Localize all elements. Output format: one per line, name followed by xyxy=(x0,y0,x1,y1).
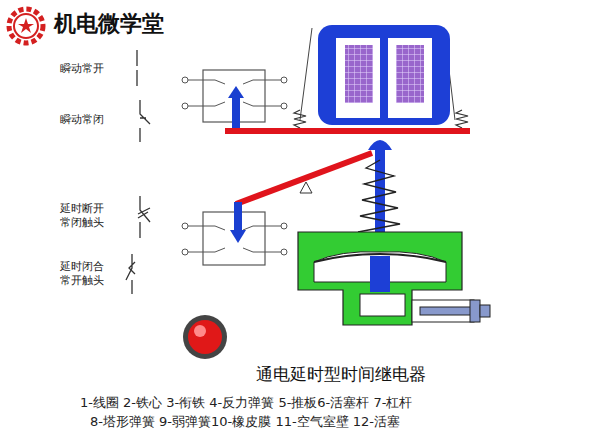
lever xyxy=(236,153,372,204)
delay-contact xyxy=(182,202,287,265)
symbol-label: 瞬动常闭 xyxy=(60,113,104,127)
air-chamber xyxy=(298,232,490,325)
coil-core xyxy=(300,25,455,125)
logo-text: 机电微学堂 xyxy=(54,10,164,38)
logo-icon xyxy=(9,9,43,43)
instant-contact xyxy=(182,70,287,128)
push-button xyxy=(183,315,227,359)
armature xyxy=(225,128,470,134)
symbol-label: 延时断开 常闭触头 xyxy=(60,202,106,230)
reaction-springs xyxy=(294,110,468,128)
symbol-label: 瞬动常开 xyxy=(60,62,104,76)
caption: 通电延时型时间继电器 xyxy=(256,364,426,385)
parts-list: 8-塔形弹簧 9-弱弹簧10-橡皮膜 11-空气室壁 12-活塞 xyxy=(90,414,400,430)
contact-symbols xyxy=(126,50,150,294)
parts-list: 1-线圈 2-铁心 3-衔铁 4-反力弹簧 5-推板6-活塞杆 7-杠杆 xyxy=(80,395,412,411)
symbol-label: 延时闭合 常开触头 xyxy=(60,260,106,288)
